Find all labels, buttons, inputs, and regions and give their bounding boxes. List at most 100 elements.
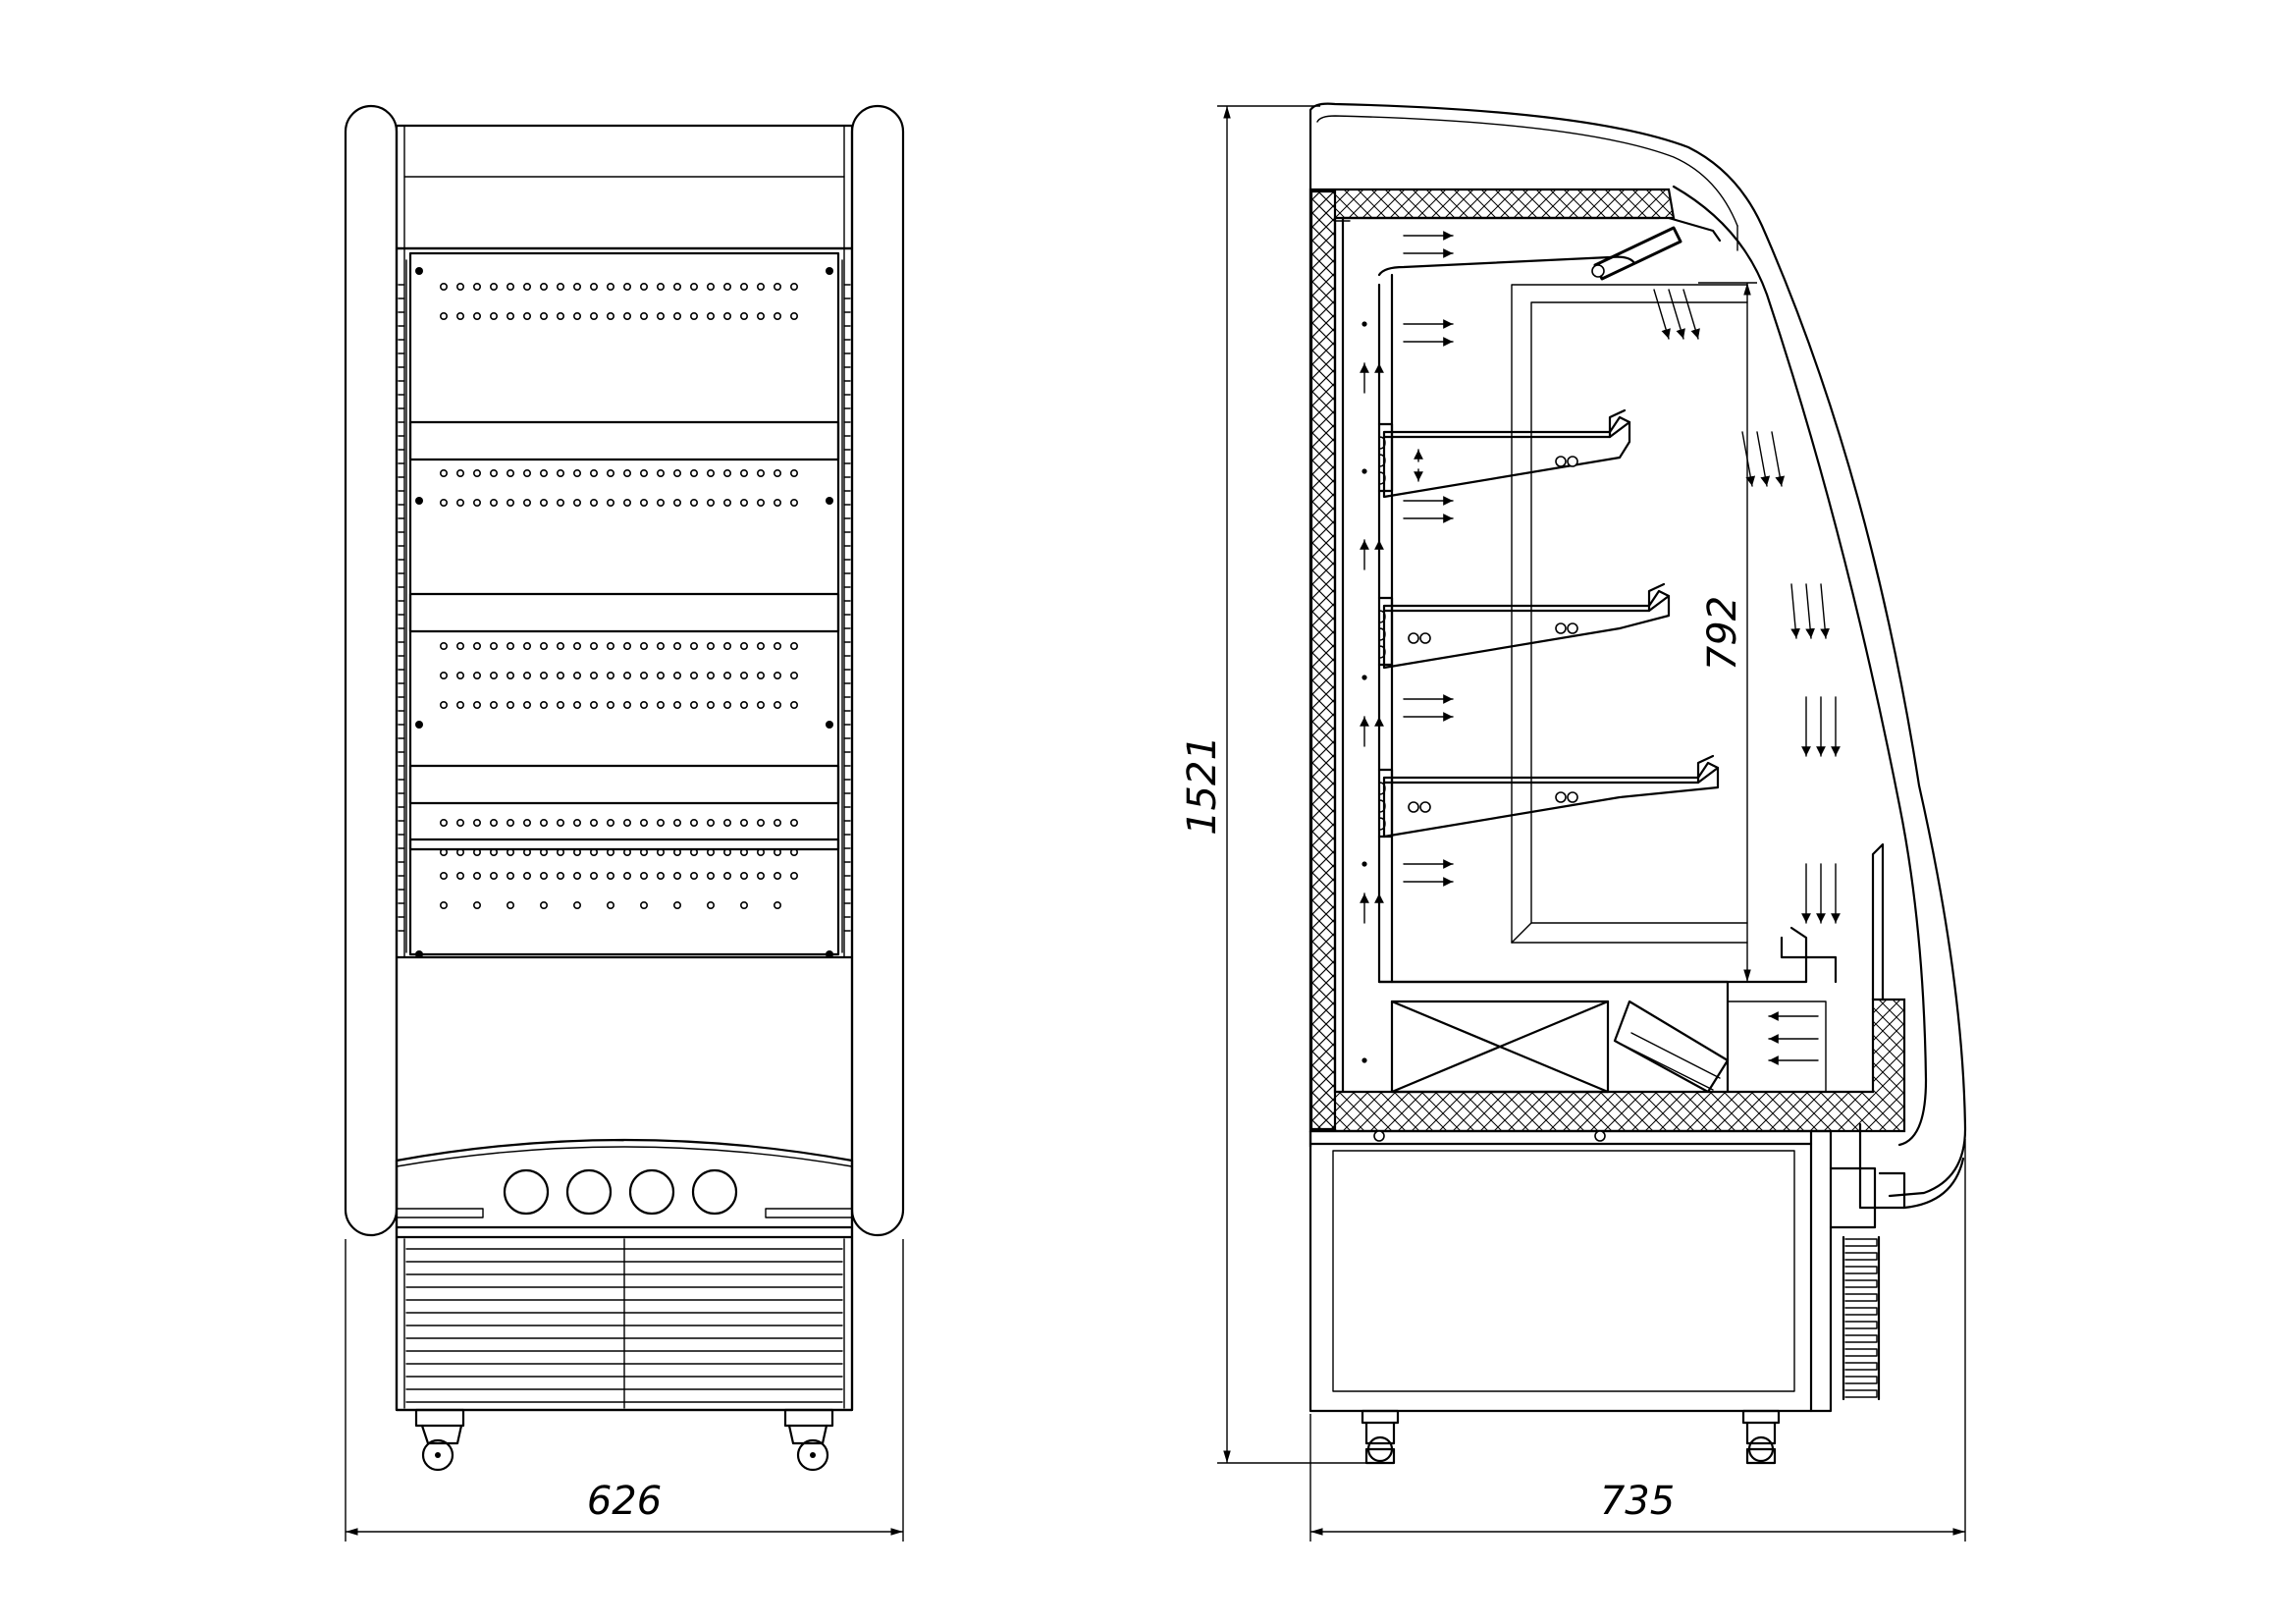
glass-edge: [1672, 185, 1928, 1147]
display-height-label: 792: [1700, 596, 1745, 671]
air-hole: [656, 871, 665, 880]
air-hole: [439, 468, 448, 477]
air-hole: [489, 871, 498, 880]
air-hole: [539, 311, 548, 320]
air-hole: [572, 282, 581, 291]
air-hole: [756, 498, 765, 507]
air-hole: [472, 700, 481, 709]
air-hole: [672, 641, 681, 650]
air-hole: [506, 498, 514, 507]
air-hole: [522, 641, 531, 650]
air-hole: [455, 871, 464, 880]
air-hole: [789, 498, 798, 507]
height-label: 1521: [1180, 735, 1225, 836]
air-hole: [606, 498, 614, 507]
front-castor-right: [783, 1408, 834, 1472]
panel-screw: [415, 721, 423, 729]
air-hole: [756, 282, 765, 291]
air-hole: [622, 700, 631, 709]
air-hole: [706, 671, 715, 679]
air-hole: [489, 818, 498, 827]
air-hole: [689, 871, 698, 880]
air-hole: [756, 671, 765, 679]
air-hole: [739, 311, 748, 320]
air-hole: [722, 700, 731, 709]
condenser-unit: [1829, 1122, 1965, 1401]
air-hole: [489, 498, 498, 507]
air-hole: [439, 871, 448, 880]
air-hole: [789, 282, 798, 291]
display-height-dimension: 792: [1698, 282, 1757, 983]
air-hole: [522, 818, 531, 827]
front-view: 626: [344, 104, 905, 1542]
air-hole: [489, 468, 498, 477]
shelf-front-2: [408, 592, 840, 633]
air-hole: [722, 641, 731, 650]
air-hole: [539, 468, 548, 477]
air-hole: [572, 671, 581, 679]
air-hole: [455, 282, 464, 291]
air-hole: [622, 468, 631, 477]
air-hole: [556, 871, 564, 880]
base-frame: [1308, 1129, 1833, 1413]
air-hole: [773, 700, 781, 709]
air-hole: [439, 498, 448, 507]
air-hole: [439, 900, 448, 909]
air-hole: [472, 498, 481, 507]
air-hole: [556, 282, 564, 291]
air-hole: [572, 818, 581, 827]
air-hole: [522, 700, 531, 709]
air-hole: [789, 871, 798, 880]
air-hole: [722, 818, 731, 827]
air-hole: [656, 468, 665, 477]
air-hole: [773, 900, 781, 909]
air-hole: [639, 468, 648, 477]
side-castor-left: [1361, 1409, 1400, 1465]
air-hole: [556, 818, 564, 827]
air-hole: [506, 871, 514, 880]
air-hole: [672, 700, 681, 709]
shelf-bracket: [1377, 422, 1394, 493]
air-hole: [589, 818, 598, 827]
air-hole: [789, 818, 798, 827]
air-hole: [722, 498, 731, 507]
air-hole: [706, 900, 715, 909]
air-hole: [739, 282, 748, 291]
air-hole: [656, 311, 665, 320]
air-hole: [489, 311, 498, 320]
air-hole: [789, 468, 798, 477]
control-knob: [503, 1168, 550, 1216]
panel-screw: [415, 267, 423, 275]
air-hole: [556, 311, 564, 320]
air-hole: [656, 282, 665, 291]
air-hole: [672, 282, 681, 291]
airflow-arrow: [1790, 583, 1800, 639]
air-hole: [455, 311, 464, 320]
air-hole: [572, 498, 581, 507]
air-hole: [672, 900, 681, 909]
air-hole: [506, 900, 514, 909]
air-hole: [606, 311, 614, 320]
air-hole: [689, 468, 698, 477]
control-knob: [628, 1168, 675, 1216]
air-hole: [739, 871, 748, 880]
air-hole: [756, 700, 765, 709]
air-hole: [455, 498, 464, 507]
air-hole: [689, 671, 698, 679]
air-hole: [689, 818, 698, 827]
air-hole: [672, 671, 681, 679]
airflow-arrow: [1771, 431, 1786, 487]
air-hole: [622, 641, 631, 650]
panel-screw: [826, 950, 833, 958]
air-hole: [672, 311, 681, 320]
air-hole: [672, 498, 681, 507]
shelf-front-3: [408, 764, 840, 805]
air-hole: [606, 871, 614, 880]
air-hole: [506, 700, 514, 709]
air-hole: [556, 700, 564, 709]
air-hole: [622, 311, 631, 320]
air-hole: [439, 818, 448, 827]
air-hole: [689, 282, 698, 291]
air-hole: [539, 871, 548, 880]
air-hole: [722, 311, 731, 320]
